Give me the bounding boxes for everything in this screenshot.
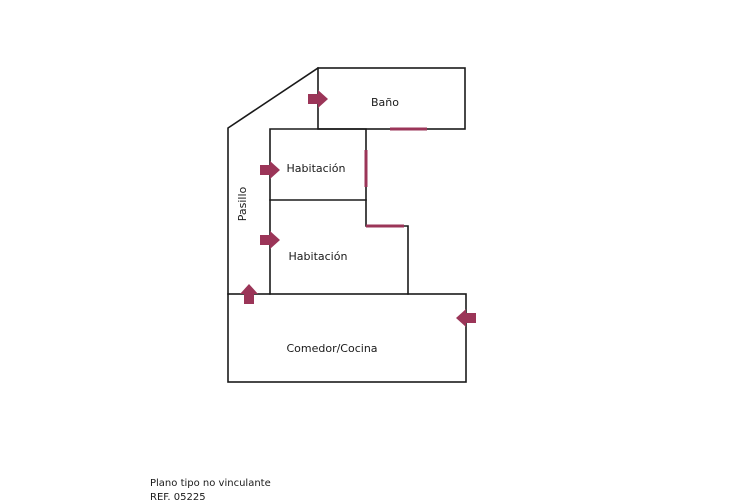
habitacion-1-walls bbox=[269, 128, 409, 295]
entry-arrow-main-icon bbox=[456, 309, 476, 327]
walls bbox=[227, 66, 467, 383]
pasillo-outer-wall bbox=[227, 66, 320, 295]
entry-arrow-pasillo-icon bbox=[240, 284, 258, 304]
plan-disclaimer: Plano tipo no vinculante bbox=[150, 478, 271, 489]
entry-arrows bbox=[240, 90, 476, 327]
room-label-habitacion-1: Habitación bbox=[287, 162, 346, 175]
entry-arrow-habitacion-2-icon bbox=[260, 231, 280, 249]
room-label-habitacion-2: Habitación bbox=[289, 250, 348, 263]
room-label-comedor-cocina: Comedor/Cocina bbox=[286, 342, 377, 355]
comedor-cocina-walls bbox=[227, 293, 467, 383]
windows bbox=[364, 127, 427, 228]
room-label-pasillo: Pasillo bbox=[236, 186, 249, 221]
room-label-bano: Baño bbox=[371, 96, 399, 109]
entry-arrow-habitacion-1-icon bbox=[260, 161, 280, 179]
entry-arrow-bano-icon bbox=[308, 90, 328, 108]
plan-reference: REF. 05225 bbox=[150, 492, 206, 503]
room-labels: Baño Habitación Habitación Pasillo Comed… bbox=[236, 96, 399, 355]
